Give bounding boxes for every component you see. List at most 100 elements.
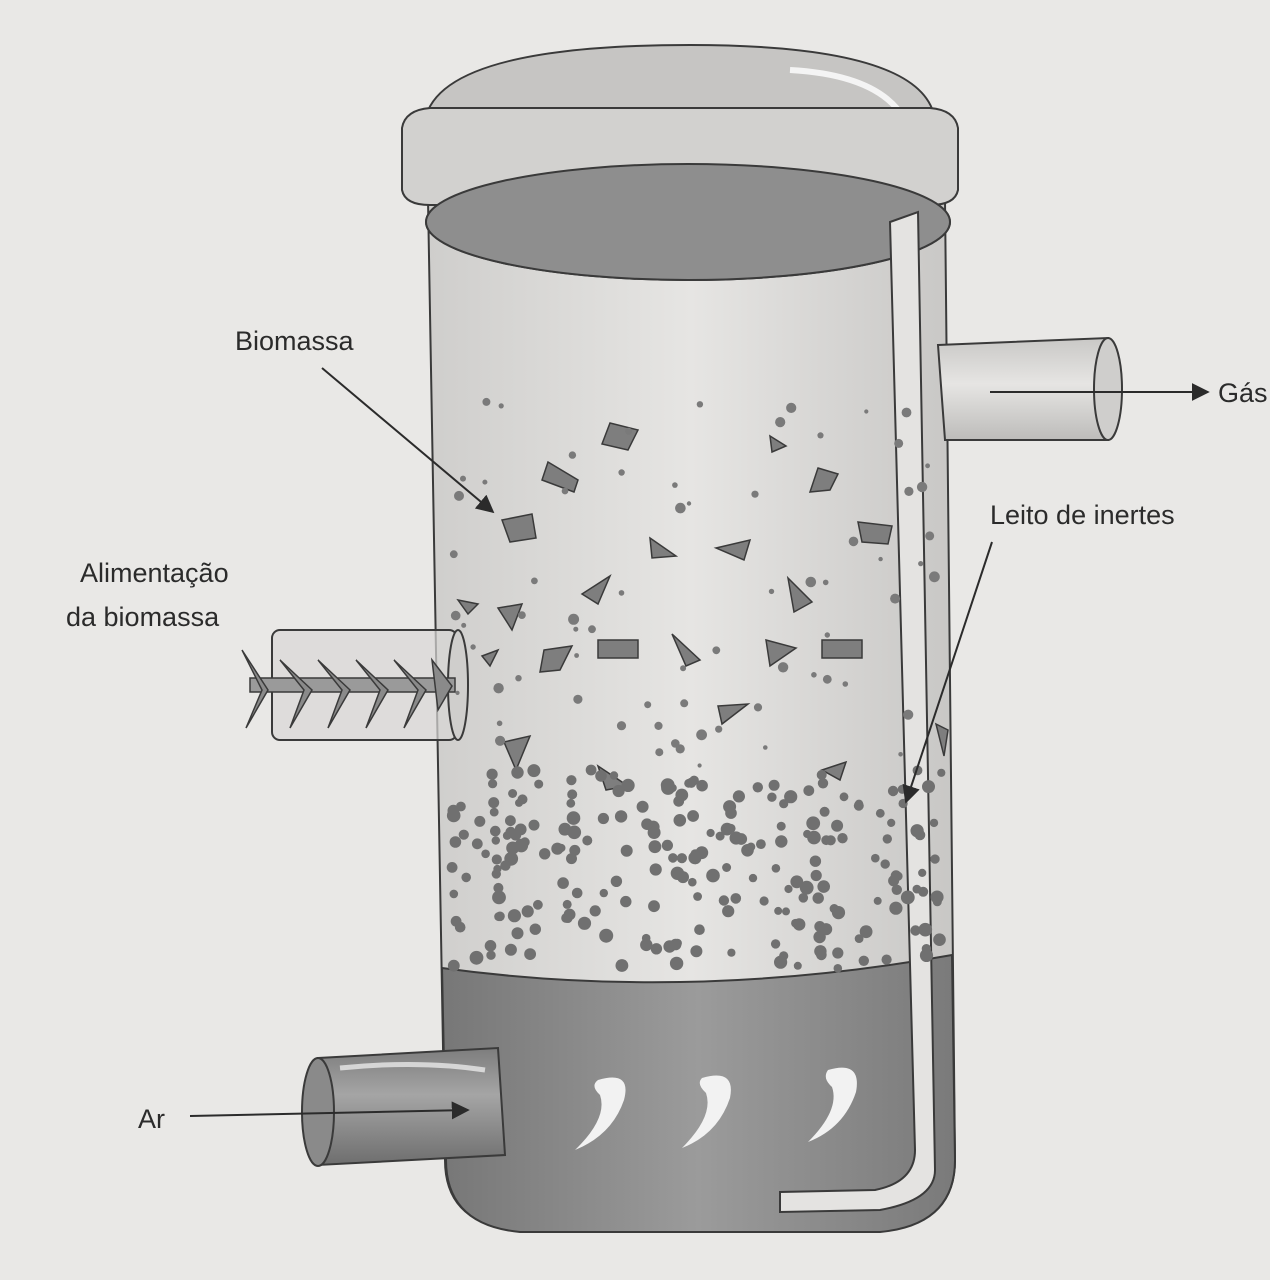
inert-particle	[491, 836, 500, 845]
inert-particle	[521, 905, 534, 918]
inert-particle	[859, 925, 873, 939]
label-gas: Gás	[1218, 378, 1268, 408]
inert-particle	[925, 531, 935, 541]
inert-particle	[482, 397, 491, 406]
air-inlet-pipe	[301, 1046, 507, 1167]
inert-particle	[671, 739, 680, 748]
inert-particle	[910, 925, 921, 936]
inert-particle	[891, 884, 902, 895]
inert-particle	[752, 782, 763, 793]
inert-particle	[803, 829, 812, 839]
label-alimentacao-line1: Alimentação	[80, 558, 229, 588]
inert-particle	[921, 944, 932, 954]
inert-particle	[514, 823, 527, 836]
inert-particle	[533, 899, 543, 910]
inert-particle	[848, 536, 859, 547]
inert-particle	[871, 853, 880, 863]
inert-particle	[686, 501, 692, 506]
inert-particle	[481, 849, 490, 859]
inert-particle	[932, 897, 942, 907]
inert-particle	[566, 798, 576, 808]
screw-feeder	[241, 629, 469, 741]
inert-particle	[620, 895, 632, 908]
inert-particle	[715, 725, 723, 733]
inert-particle	[688, 877, 697, 887]
gas-outlet-pipe	[936, 336, 1123, 441]
inert-particle	[864, 409, 869, 414]
inert-particle	[798, 893, 809, 903]
inert-particle	[718, 895, 730, 906]
inert-particle	[673, 938, 682, 948]
inert-particle	[650, 943, 663, 955]
inert-particle	[817, 432, 824, 439]
inert-particle	[511, 927, 524, 940]
inert-particle	[562, 899, 572, 909]
inert-particle	[776, 821, 786, 831]
inert-particle	[577, 916, 592, 930]
inert-particle	[768, 588, 775, 595]
inert-particle	[618, 590, 625, 596]
inert-particle	[727, 948, 736, 957]
inert-particle	[621, 778, 635, 793]
inert-particle	[458, 829, 469, 840]
inert-particle	[655, 748, 664, 757]
inert-particle	[673, 795, 685, 807]
inert-particle	[557, 843, 566, 853]
inert-particle	[609, 771, 619, 780]
inert-particle	[816, 769, 827, 780]
inert-particle	[746, 842, 756, 852]
label-alimentacao-line2: da biomassa	[66, 602, 220, 632]
inert-particle	[446, 862, 458, 873]
leader-arrows	[189, 367, 1210, 1120]
inert-bed-particles	[446, 397, 946, 973]
inert-particle	[493, 864, 502, 874]
inert-particle	[508, 789, 518, 798]
inert-particle	[595, 770, 607, 782]
inert-particle	[925, 463, 930, 469]
inert-particle	[695, 846, 709, 860]
reactor-lid	[401, 43, 959, 281]
inert-particle	[641, 818, 653, 830]
inert-particle	[712, 646, 721, 655]
inert-particle	[558, 825, 570, 836]
inert-particle	[449, 889, 459, 899]
inert-particle	[673, 814, 687, 827]
inert-particle	[531, 577, 538, 585]
inert-particle	[918, 561, 924, 567]
inert-particle	[881, 954, 892, 965]
inert-particle	[819, 806, 830, 817]
inert-particle	[599, 888, 608, 898]
inert-particle	[821, 835, 832, 846]
inert-particle	[680, 699, 689, 708]
inert-particle	[833, 964, 843, 973]
inert-particle	[817, 778, 829, 789]
inert-particle	[614, 810, 628, 823]
inert-particle	[616, 721, 627, 731]
inert-particle	[454, 490, 464, 501]
inert-particle	[696, 729, 707, 741]
inert-particle	[687, 810, 699, 822]
inert-particle	[777, 662, 789, 673]
inert-particle	[677, 871, 689, 884]
inert-particle	[722, 863, 732, 872]
inert-particle	[568, 613, 580, 625]
inert-particle	[759, 896, 769, 906]
inert-particle	[767, 792, 777, 802]
inert-particle	[790, 875, 804, 889]
inert-particle	[450, 610, 461, 621]
inert-particle	[449, 836, 462, 848]
inert-particle	[901, 407, 912, 418]
inert-particle	[599, 928, 614, 943]
inert-particle	[566, 775, 577, 786]
inert-particle	[922, 780, 935, 794]
inert-particle	[573, 626, 579, 632]
inert-particle	[528, 819, 540, 831]
inert-particle	[806, 816, 821, 831]
inert-particle	[817, 880, 830, 893]
inert-particle	[491, 854, 502, 865]
inert-particle	[493, 882, 504, 893]
inert-particle	[446, 808, 461, 823]
inert-particle	[929, 571, 940, 583]
inert-particle	[715, 831, 725, 841]
inert-particle	[696, 779, 708, 792]
